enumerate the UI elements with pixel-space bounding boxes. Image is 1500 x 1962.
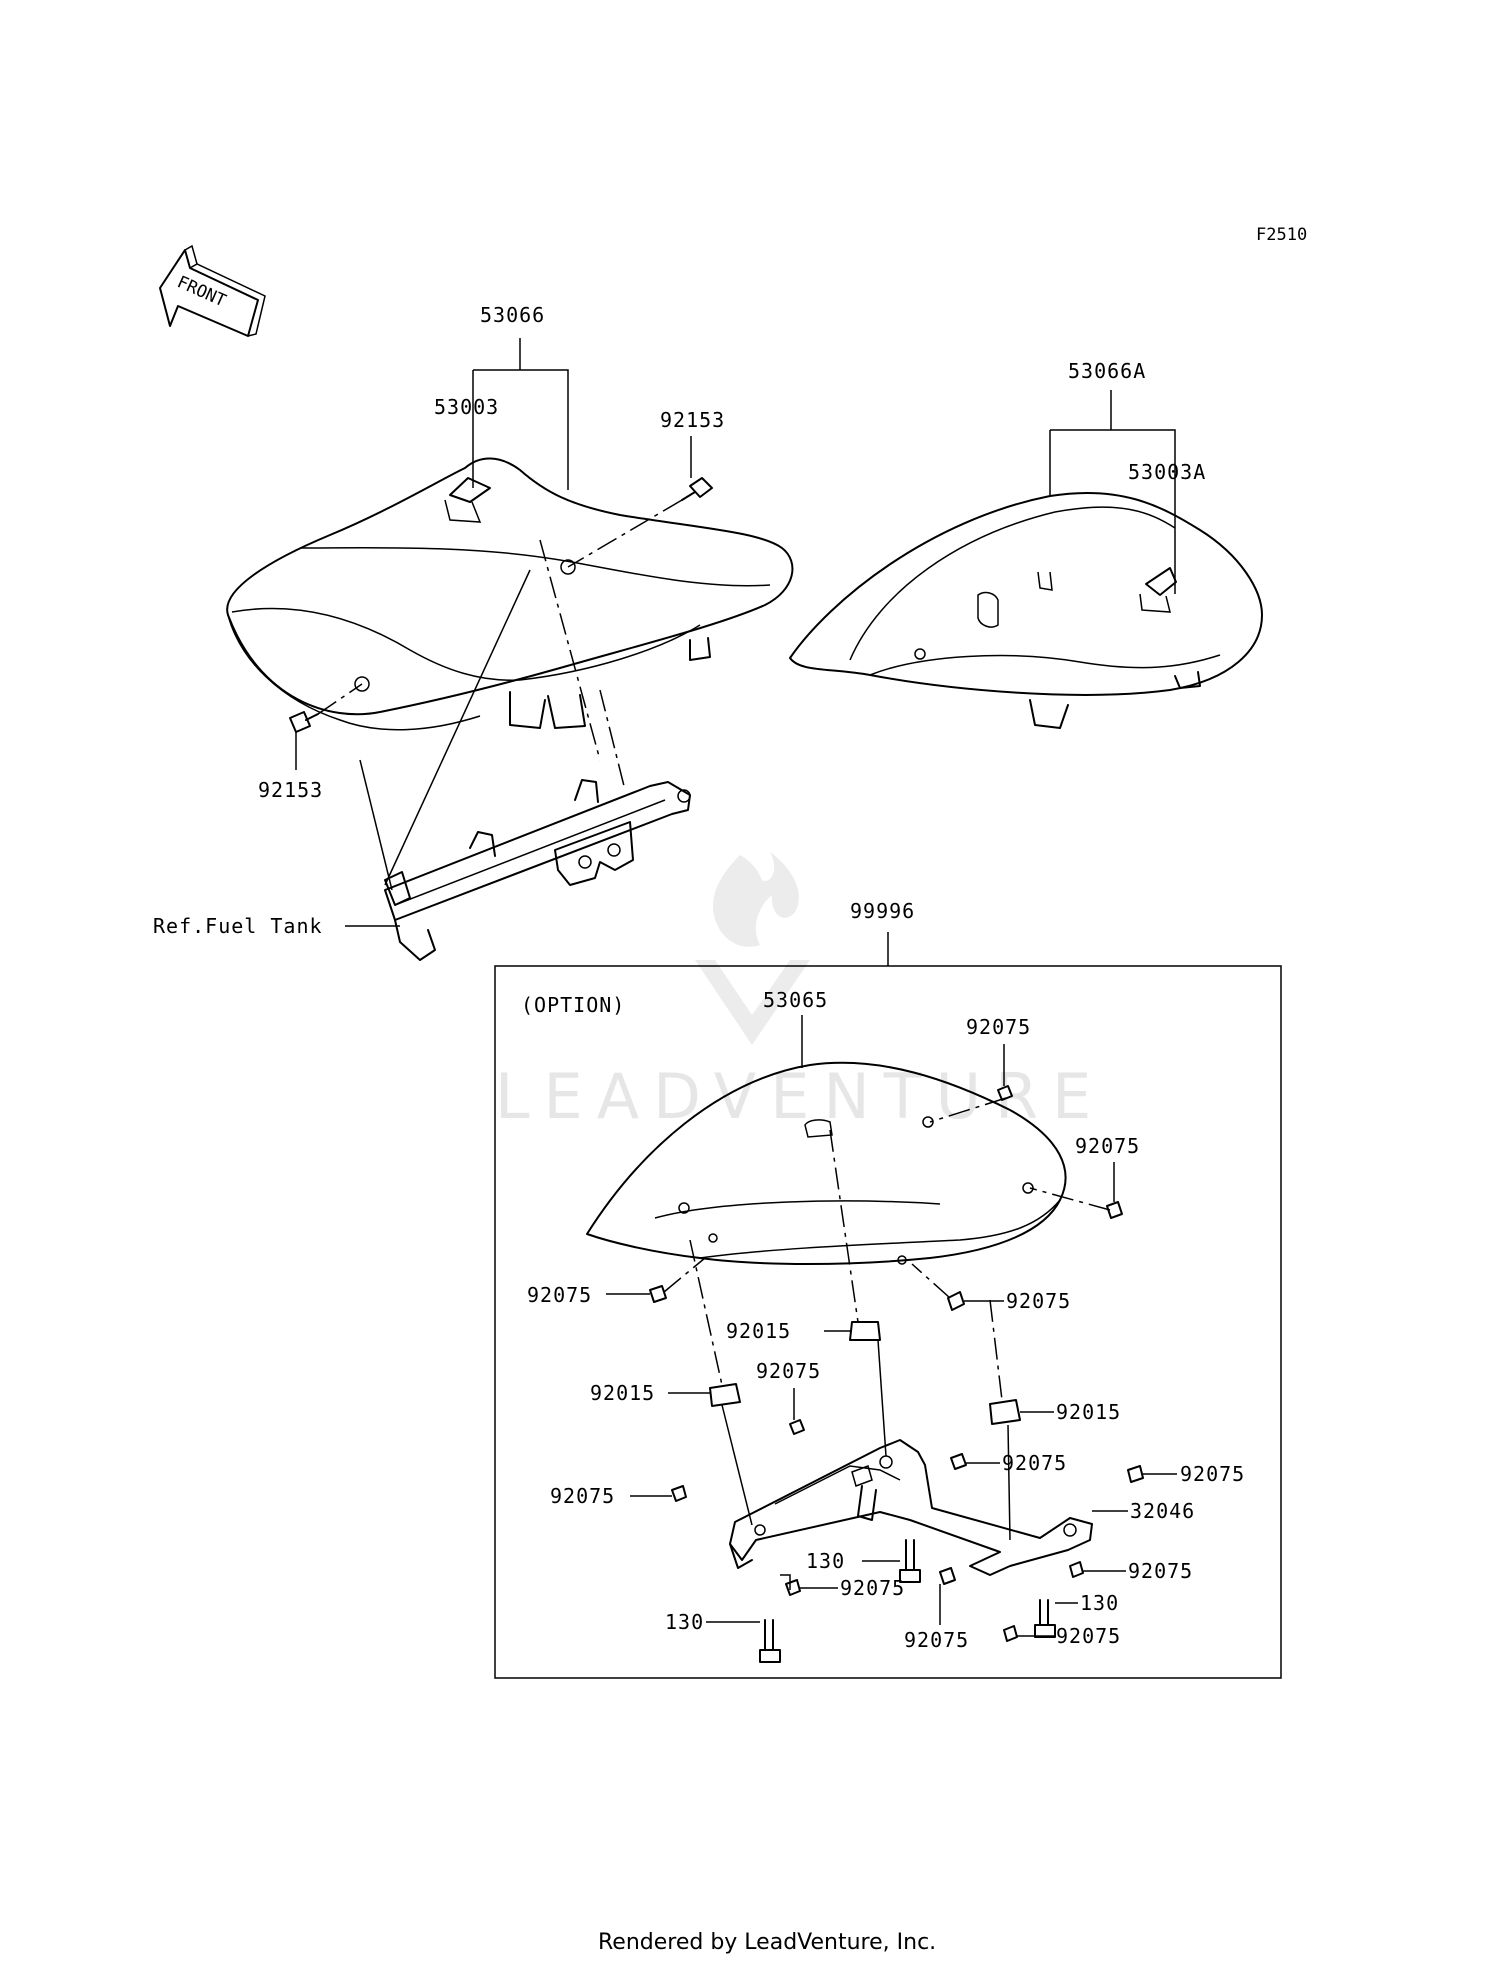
label-seat-assy: 53066 [480,303,545,327]
front-arrow-label: FRONT [174,272,229,311]
label-screw-k: 92075 [1056,1624,1121,1648]
label-bolt-top: 92153 [660,408,725,432]
screw-icons [649,1085,1144,1642]
leader-lines [295,338,1177,1637]
label-screw-l: 92075 [904,1628,969,1652]
seat-bracket-ref-fuel-tank [384,779,691,961]
label-bolt-130-a: 130 [806,1549,845,1573]
label-screw-h: 92075 [550,1484,615,1508]
label-screw-e: 92075 [756,1359,821,1383]
label-screw-f: 92075 [1002,1451,1067,1475]
bolt-92153-left [289,711,319,733]
label-bolt-130-b: 130 [1080,1591,1119,1615]
bolt-130-icons [759,1539,1056,1663]
label-screw-d: 92075 [1006,1289,1071,1313]
grommet-icons [709,1321,1021,1425]
assembly-lines [317,499,1111,1541]
label-grommet-b: 92015 [590,1381,655,1405]
label-screw-b: 92075 [1075,1134,1140,1158]
label-screw-j: 92075 [840,1576,905,1600]
label-grommet-c: 92015 [1056,1400,1121,1424]
front-arrow-icon: FRONT [159,244,266,337]
label-seat-assy-a: 53066A [1068,359,1146,383]
label-screw-c: 92075 [527,1283,592,1307]
label-grommet-a: 92015 [726,1319,791,1343]
label-option-kit: 99996 [850,899,915,923]
watermark-logo [695,852,810,1045]
passenger-seat-cowl [789,492,1263,729]
label-bolt-left: 92153 [258,778,323,802]
watermark-text: LEADVENTURE [495,1060,1105,1133]
label-seat-cover-a: 53003A [1128,460,1206,484]
label-bolt-130-c: 130 [665,1610,704,1634]
label-bracket: 32046 [1130,1499,1195,1523]
label-screw-a: 92075 [966,1015,1031,1039]
label-option: (OPTION) [521,993,625,1017]
diagram-code: F2510 [1256,225,1307,245]
label-seat-cowl: 53065 [763,988,828,1012]
label-ref-fuel-tank: Ref.Fuel Tank [153,914,323,938]
rider-seat [226,457,794,731]
option-seat-cowl-53065 [586,1061,1067,1265]
label-screw-i: 92075 [1128,1559,1193,1583]
label-screw-g: 92075 [1180,1462,1245,1486]
label-seat-cover: 53003 [434,395,499,419]
bolt-92153-top [681,477,713,501]
footer-credit: Rendered by LeadVenture, Inc. [598,1930,936,1955]
